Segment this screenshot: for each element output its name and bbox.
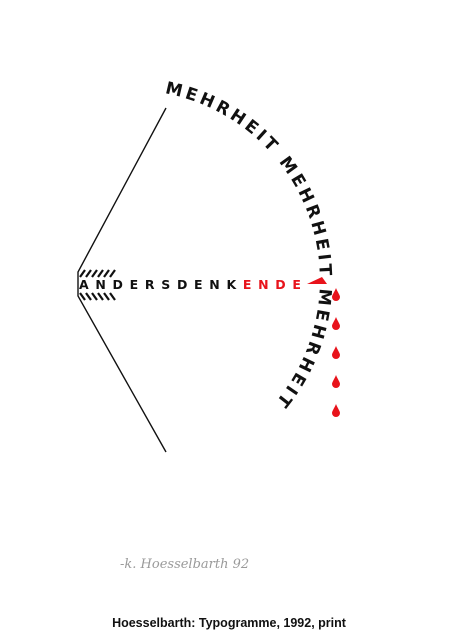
blood-drops — [332, 288, 340, 417]
signature: -k. Hoesselbarth 92 — [120, 557, 249, 572]
blood-drop — [332, 404, 340, 417]
blood-drop — [332, 317, 340, 330]
blood-drop — [332, 288, 340, 301]
arrow-text-andersdenk: ANDERSDENK — [79, 277, 240, 292]
fletching-line — [109, 292, 116, 301]
fletching-line — [91, 269, 98, 278]
fletching-line — [103, 292, 110, 301]
caption: Hoesselbarth: Typogramme, 1992, print — [112, 616, 346, 630]
fletching-line — [79, 292, 86, 301]
fletching-line — [85, 269, 92, 278]
arrow-fletching — [79, 269, 116, 301]
fletching-line — [103, 269, 110, 278]
arrowhead — [307, 277, 327, 284]
arc-text-mehrheit: MEHRHEIT MEHRHEIT MEHRHEIT — [163, 78, 334, 411]
fletching-line — [85, 292, 92, 301]
fletching-line — [109, 269, 116, 278]
fletching-line — [79, 269, 86, 278]
fletching-line — [97, 292, 104, 301]
blood-drop — [332, 346, 340, 359]
arrow-text-ende: ENDE — [243, 277, 305, 292]
fletching-line — [97, 269, 104, 278]
blood-drop — [332, 375, 340, 388]
bow-string — [77, 107, 167, 453]
fletching-line — [91, 292, 98, 301]
